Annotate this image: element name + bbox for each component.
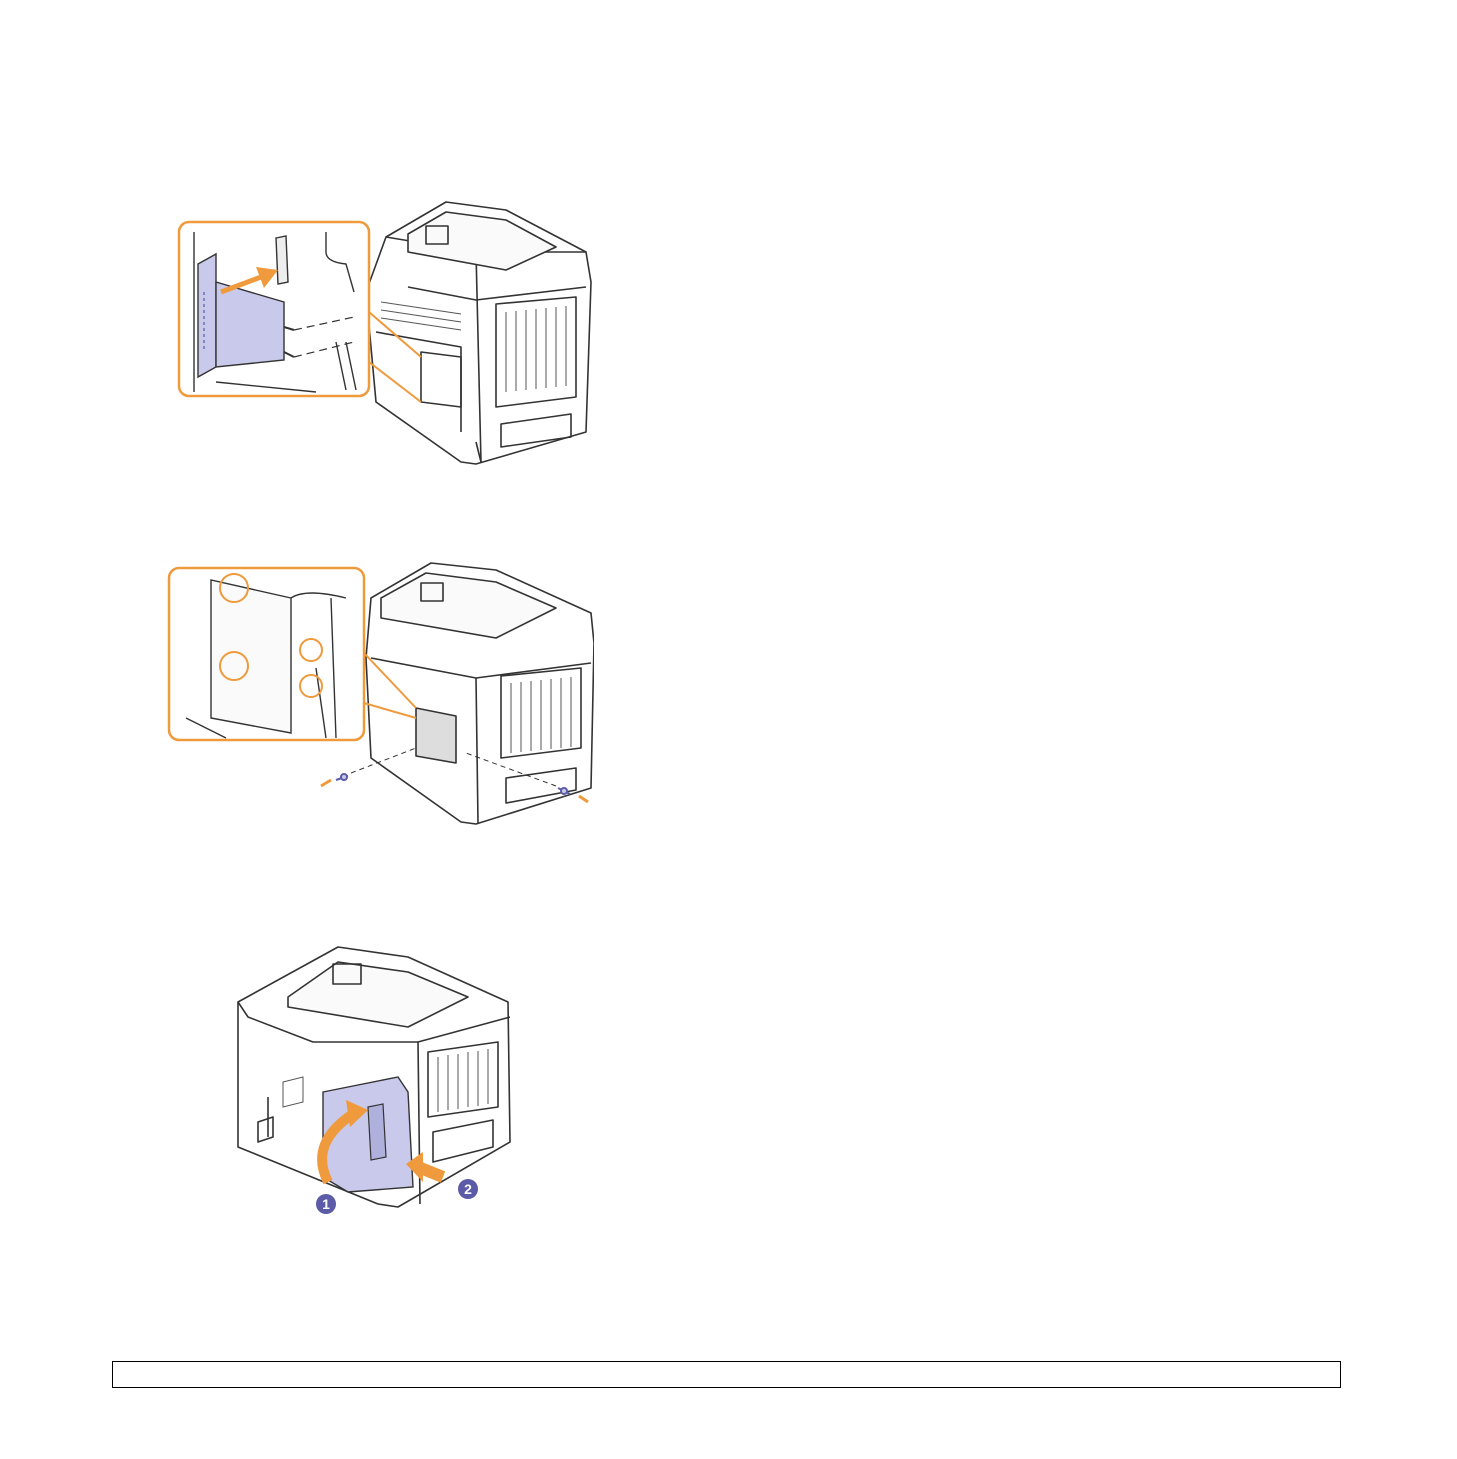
printer-board-screws-illustration	[166, 558, 594, 828]
page-footer-box	[112, 1361, 1341, 1388]
figure-secure-screws	[166, 558, 594, 828]
figure-insert-board	[176, 192, 596, 470]
printer-memory-board-insert-illustration	[176, 192, 596, 470]
callout-step-2: 2	[464, 1181, 472, 1197]
figure-close-cover: 1 2	[228, 942, 518, 1216]
printer-cover-close-illustration: 1 2	[228, 942, 518, 1216]
callout-step-1: 1	[322, 1196, 330, 1212]
